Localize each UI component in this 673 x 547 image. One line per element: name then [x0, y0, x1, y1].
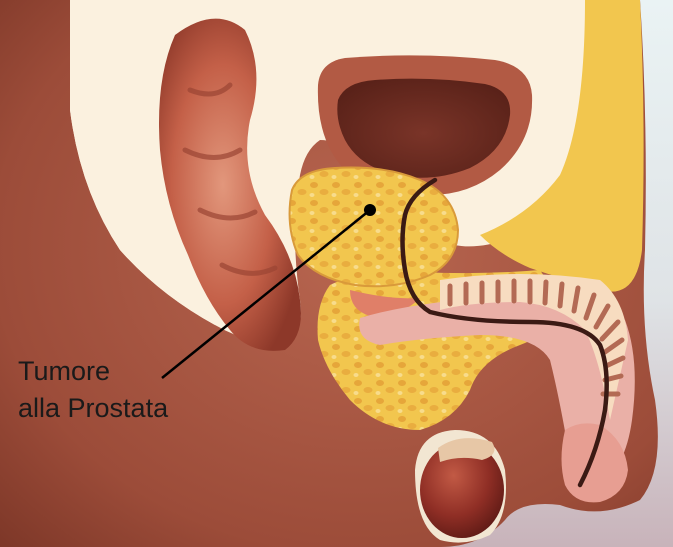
callout-line-1: Tumore [18, 356, 110, 386]
callout-line-2: alla Prostata [18, 393, 169, 423]
